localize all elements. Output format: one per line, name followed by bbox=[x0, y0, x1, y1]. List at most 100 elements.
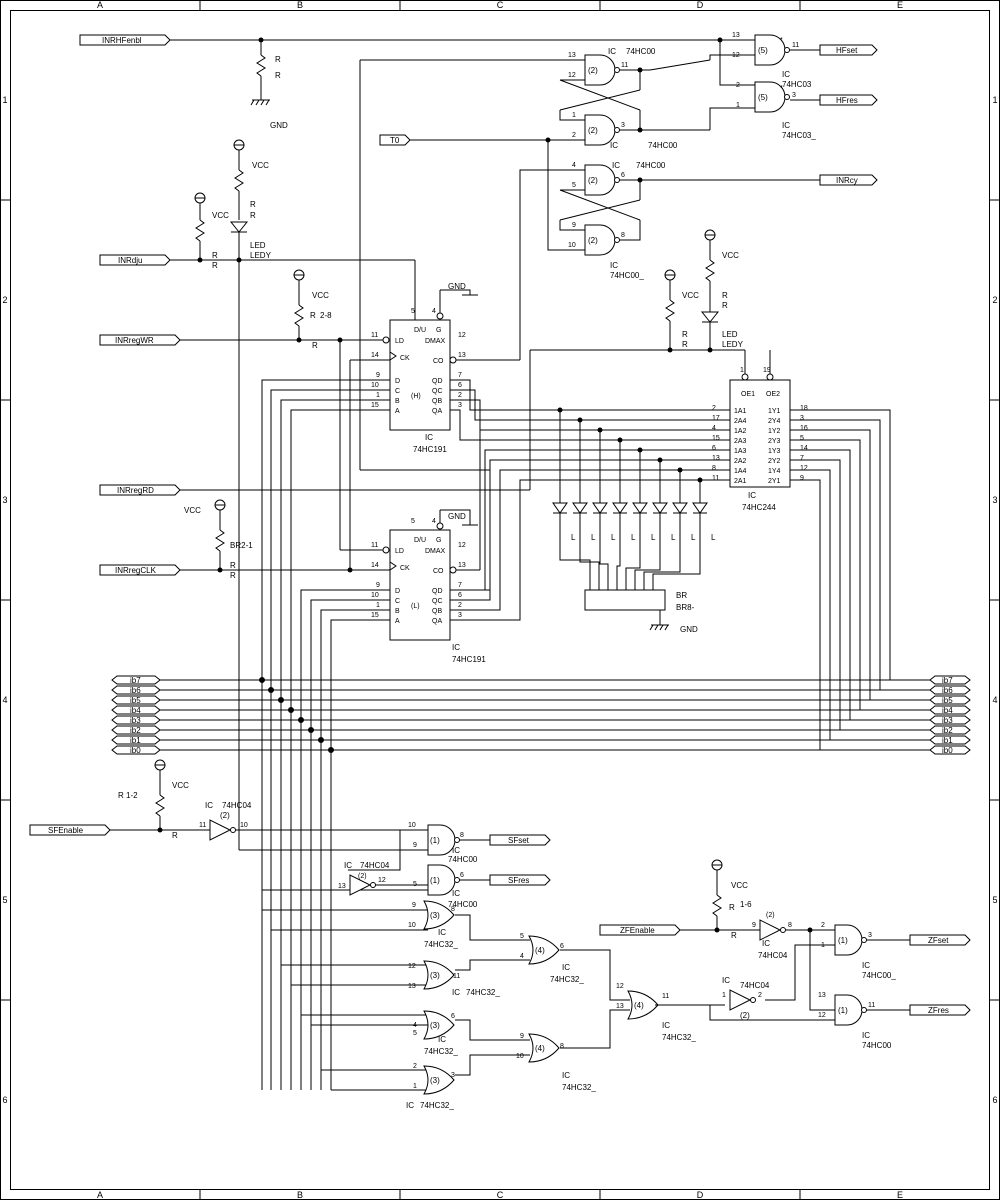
ic-label-or3: IC bbox=[438, 1035, 446, 1044]
svg-text:INRcy: INRcy bbox=[836, 176, 858, 185]
or-gate: (3) bbox=[423, 960, 455, 990]
svg-text:11: 11 bbox=[621, 62, 628, 69]
pin-a-h: A bbox=[395, 408, 400, 415]
buffer-out-pin: 2Y2 bbox=[768, 458, 781, 465]
ic-label-cy-1: IC bbox=[612, 161, 620, 170]
pin-qd-l: QD bbox=[432, 588, 443, 595]
svg-text:11: 11 bbox=[371, 542, 378, 549]
pin-oe1: OE1 bbox=[741, 391, 755, 398]
pin-ck-l: CK bbox=[400, 565, 410, 572]
buffer-in-pin: 1A2 bbox=[734, 428, 747, 435]
svg-text:ib7: ib7 bbox=[942, 676, 953, 685]
ic-label-hf-1: IC bbox=[608, 47, 616, 56]
led-label: L bbox=[691, 533, 696, 542]
svg-text:*: * bbox=[780, 85, 783, 92]
gate-nand-03-1: (5) bbox=[754, 34, 790, 66]
led-indicator: L bbox=[622, 447, 656, 607]
br21-label: BR2-1 bbox=[230, 541, 253, 550]
svg-text:1: 1 bbox=[722, 992, 726, 999]
svg-text:(2): (2) bbox=[740, 1011, 750, 1020]
svg-text:15: 15 bbox=[371, 402, 379, 409]
svg-text:(4): (4) bbox=[535, 1044, 545, 1053]
svg-text:3: 3 bbox=[868, 932, 872, 939]
pin-c-h: C bbox=[395, 388, 400, 395]
or-gate: (3) bbox=[423, 900, 455, 930]
svg-text:12: 12 bbox=[616, 983, 624, 990]
pin-d-l: D bbox=[395, 588, 400, 595]
ledy-label-2: LEDY bbox=[722, 340, 744, 349]
svg-text:ib1: ib1 bbox=[130, 736, 141, 745]
bus-port-right: ib2 bbox=[929, 725, 971, 735]
ic-type-191h: 74HC191 bbox=[413, 445, 447, 454]
inverter-zf-or bbox=[729, 989, 756, 1011]
vcc-label-5: VCC bbox=[722, 251, 739, 260]
ic-type-or6: 74HC32_ bbox=[562, 1083, 596, 1092]
svg-text:12: 12 bbox=[458, 542, 466, 549]
wires-dju bbox=[170, 259, 416, 600]
ic-type-cy-2: 74HC00_ bbox=[610, 271, 644, 280]
ic-label-inv-zf: IC bbox=[762, 939, 770, 948]
svg-text:8: 8 bbox=[451, 906, 455, 913]
r-label-dju-1: R bbox=[212, 251, 218, 260]
gate-nand-zfset: (1) bbox=[834, 924, 867, 956]
ic-label-cy-2: IC bbox=[610, 261, 618, 270]
svg-text:13: 13 bbox=[732, 32, 740, 39]
buffer-in-pin: 1A4 bbox=[734, 468, 747, 475]
svg-text:5: 5 bbox=[413, 1030, 417, 1037]
resistor-12 bbox=[154, 759, 166, 830]
svg-text:(5): (5) bbox=[758, 93, 768, 102]
pin-du-h: D/U bbox=[414, 327, 426, 334]
bus-drops bbox=[259, 379, 428, 1091]
or-gate: (3) bbox=[423, 1010, 455, 1040]
pin-d-h: D bbox=[395, 378, 400, 385]
svg-text:9: 9 bbox=[376, 582, 380, 589]
pin-g-h: G bbox=[436, 327, 441, 334]
ic-74hc191-l bbox=[382, 522, 457, 641]
r-label-244-led-1: R bbox=[722, 291, 728, 300]
vcc-label-4: VCC bbox=[184, 506, 201, 515]
inverter-sfres bbox=[349, 874, 376, 896]
svg-text:(3): (3) bbox=[430, 911, 440, 920]
pin-qb-h: QB bbox=[432, 398, 442, 405]
svg-text:2: 2 bbox=[458, 392, 462, 399]
svg-text:3: 3 bbox=[792, 92, 796, 99]
r-label-hf-2: R bbox=[275, 71, 281, 80]
svg-text:8: 8 bbox=[788, 922, 792, 929]
ic-label-244: IC bbox=[748, 491, 756, 500]
buffer-out-pin: 2Y3 bbox=[768, 438, 781, 445]
svg-text:ib2: ib2 bbox=[130, 726, 141, 735]
row-label-4-right: 4 bbox=[992, 695, 997, 705]
ic-label-03-1: IC bbox=[782, 70, 790, 79]
svg-text:2: 2 bbox=[458, 602, 462, 609]
r-label-led-2: R bbox=[250, 211, 256, 220]
row-label-3-right: 3 bbox=[992, 495, 997, 505]
r-label-zf-value: R bbox=[731, 931, 737, 940]
led-244 bbox=[700, 229, 720, 350]
gnd-label-br: GND bbox=[680, 625, 698, 634]
col-label-a-bottom: A bbox=[97, 1190, 103, 1200]
col-label-d-bottom: D bbox=[697, 1190, 704, 1200]
resistor-16 bbox=[711, 859, 723, 930]
svg-text:11: 11 bbox=[371, 332, 378, 339]
pin-qd-h: QD bbox=[432, 378, 443, 385]
gate-nand-03-2: (5) bbox=[754, 81, 790, 113]
led-indicator: L bbox=[592, 427, 616, 607]
svg-text:(4): (4) bbox=[535, 946, 545, 955]
col-label-c-bottom: C bbox=[497, 1190, 504, 1200]
ic-type-cy-1: 74HC00 bbox=[636, 161, 666, 170]
resistor-28 bbox=[293, 269, 305, 340]
pin-co-h: CO bbox=[433, 358, 444, 365]
port-inrdju: INRdju bbox=[99, 254, 171, 266]
svg-text:3: 3 bbox=[458, 402, 462, 409]
svg-text:12: 12 bbox=[378, 877, 386, 884]
svg-text:6: 6 bbox=[560, 943, 564, 950]
row-label-2-left: 2 bbox=[2, 295, 7, 305]
svg-text:5: 5 bbox=[572, 182, 576, 189]
pin-oe2: OE2 bbox=[766, 391, 780, 398]
bus-port-left: ib5 bbox=[111, 695, 161, 705]
led-label-1: LED bbox=[250, 241, 266, 250]
pin-g-l: G bbox=[436, 537, 441, 544]
resistor-pulldown-hf bbox=[170, 37, 720, 106]
